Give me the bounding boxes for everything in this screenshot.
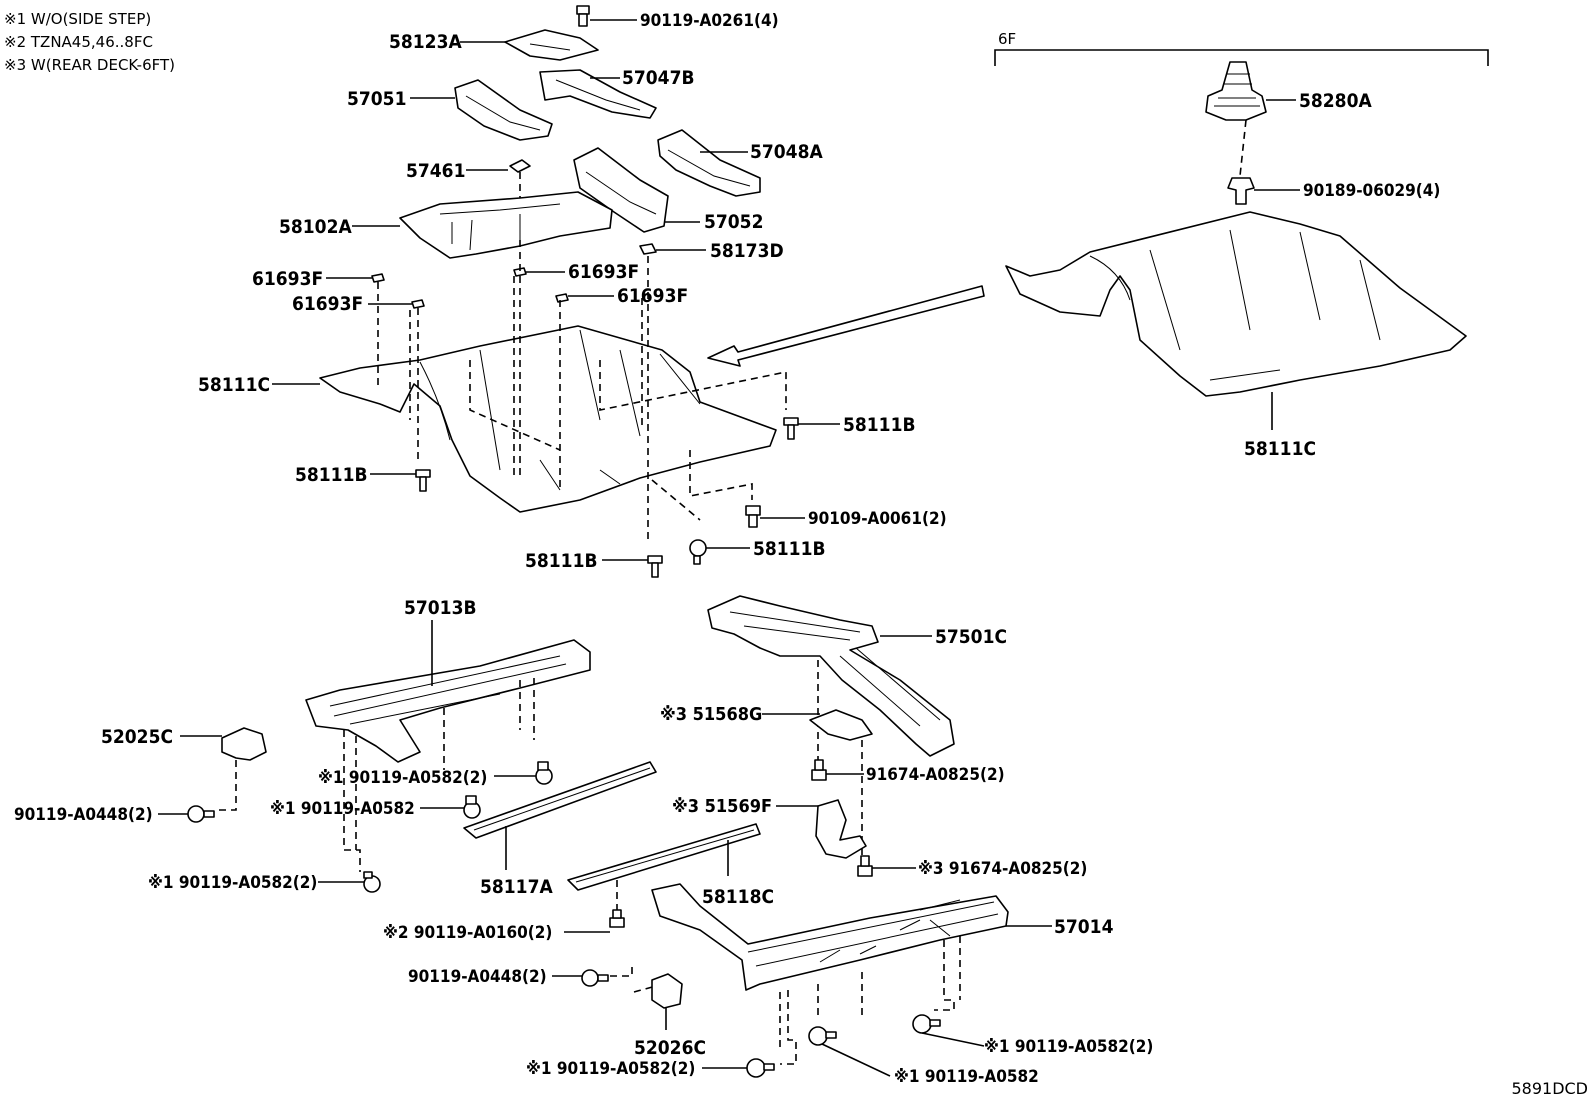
clip-61693f-d bbox=[555, 293, 614, 303]
label-90119-a0582-a: ※1 90119-A0582(2) bbox=[318, 768, 487, 788]
label-90119-a0448-a: 90119-A0448(2) bbox=[14, 805, 153, 825]
bracket-51568g bbox=[762, 709, 873, 870]
label-51568g: ※3 51568G bbox=[660, 704, 762, 725]
label-91674-a0825-b: ※3 91674-A0825(2) bbox=[918, 859, 1087, 879]
part-57047b bbox=[539, 69, 657, 119]
bracket-51569f bbox=[776, 799, 867, 859]
label-61693f-a: 61693F bbox=[252, 268, 323, 290]
label-57052: 57052 bbox=[704, 211, 763, 233]
note-1: ※1 W/O(SIDE STEP) bbox=[4, 10, 151, 28]
clip-61693f-b bbox=[368, 299, 425, 309]
label-58280a: 58280A bbox=[1299, 90, 1372, 112]
part-57051 bbox=[410, 79, 553, 141]
label-61693f-d: 61693F bbox=[617, 285, 688, 307]
rail-58118c bbox=[567, 823, 761, 891]
label-58118c: 58118C bbox=[702, 886, 774, 908]
direction-arrow bbox=[707, 285, 985, 367]
bolt-90119-a0582-d bbox=[912, 1014, 985, 1047]
label-58111c-right: 58111C bbox=[1244, 438, 1316, 460]
label-58102a: 58102A bbox=[279, 216, 352, 238]
guide-lines-upper bbox=[377, 240, 787, 540]
label-52025c: 52025C bbox=[101, 726, 173, 748]
label-90119-a0582-b: ※1 90119-A0582 bbox=[270, 799, 415, 819]
note-2: ※2 TZNA45,46..8FC bbox=[4, 33, 153, 51]
grommet-58111b-a bbox=[783, 417, 840, 440]
part-57052 bbox=[573, 147, 700, 233]
label-91674-a0825-a: 91674-A0825(2) bbox=[866, 765, 1005, 785]
part-57013b bbox=[305, 620, 591, 872]
diagram-code: 5891DCD bbox=[1511, 1079, 1588, 1098]
label-58111b-d: 58111B bbox=[525, 550, 598, 572]
bolt-90119-a0448-b bbox=[552, 962, 657, 993]
label-57501c: 57501C bbox=[935, 626, 1007, 648]
bolt-91674-a0825-a bbox=[811, 759, 864, 781]
floor-pan-58111c-right bbox=[1005, 211, 1467, 430]
label-58111b-a: 58111B bbox=[843, 414, 916, 436]
label-90119-a0160: ※2 90119-A0160(2) bbox=[383, 923, 552, 943]
label-90189-06029: 90189-06029(4) bbox=[1303, 181, 1440, 201]
part-57048a bbox=[657, 129, 761, 197]
bolt-90119-a0448-a bbox=[158, 805, 215, 823]
label-57013b: 57013B bbox=[404, 597, 477, 619]
bracket-label: 6F bbox=[998, 30, 1016, 48]
label-58111b-c: 58111B bbox=[753, 538, 826, 560]
part-58280a bbox=[1205, 61, 1296, 177]
label-90119-a0582-d: ※1 90119-A0582(2) bbox=[984, 1037, 1153, 1057]
label-57048a: 57048A bbox=[750, 141, 823, 163]
bolt-90119-a0582-c bbox=[318, 871, 381, 893]
label-61693f-b: 61693F bbox=[292, 293, 363, 315]
label-58117a: 58117A bbox=[480, 876, 553, 898]
label-51569f: ※3 51569F bbox=[672, 796, 772, 817]
grommet-58111b-c bbox=[689, 539, 750, 565]
label-90109-a0061: 90109-A0061(2) bbox=[808, 509, 947, 529]
bolt-90119-a0582-a bbox=[494, 761, 553, 785]
part-58173d bbox=[639, 243, 706, 255]
grommet-58111b-b bbox=[370, 469, 431, 492]
label-57014: 57014 bbox=[1054, 916, 1114, 938]
clip-61693f-a bbox=[326, 273, 385, 283]
label-57461: 57461 bbox=[406, 160, 465, 182]
label-90119-a0582-c: ※1 90119-A0582(2) bbox=[148, 873, 317, 893]
bolt-90109-a0061 bbox=[745, 505, 805, 528]
label-90119-a0448-b: 90119-A0448(2) bbox=[408, 967, 547, 987]
label-58173d: 58173D bbox=[710, 240, 784, 262]
clip-90189-06029 bbox=[1227, 177, 1300, 205]
bolt-90119-a0160 bbox=[564, 880, 625, 933]
label-57051: 57051 bbox=[347, 88, 406, 110]
label-52026c: 52026C bbox=[634, 1037, 706, 1059]
bracket-52025c bbox=[180, 727, 267, 811]
floor-pan-58111c-left bbox=[272, 325, 777, 513]
label-61693f-c: 61693F bbox=[568, 261, 639, 283]
part-58102a bbox=[352, 191, 613, 259]
part-58123a bbox=[460, 29, 599, 61]
note-3: ※3 W(REAR DECK-6FT) bbox=[4, 56, 175, 74]
bolt-90119-a0582-e bbox=[702, 1058, 775, 1078]
label-58111b-b: 58111B bbox=[295, 464, 368, 486]
label-58111c-left: 58111C bbox=[198, 374, 270, 396]
grommet-58111b-d bbox=[602, 555, 663, 578]
6f-bracket: 6F bbox=[994, 30, 1489, 66]
label-58123a: 58123A bbox=[389, 31, 462, 53]
bracket-52026c bbox=[651, 973, 683, 1030]
label-90119-a0261: 90119-A0261(4) bbox=[640, 11, 779, 31]
label-90119-a0582-e: ※1 90119-A0582(2) bbox=[526, 1059, 695, 1079]
label-90119-a0582-f: ※1 90119-A0582 bbox=[894, 1067, 1039, 1087]
clip-61693f-c bbox=[513, 267, 565, 277]
part-57014 bbox=[651, 883, 1052, 1065]
label-57047b: 57047B bbox=[622, 67, 695, 89]
bolt-90119-a0582-f bbox=[808, 1026, 891, 1077]
rail-58117a bbox=[463, 761, 657, 870]
bolt-90119-a0582-b bbox=[420, 795, 481, 819]
bolt-91674-a0825-b bbox=[857, 855, 916, 877]
bolt-90119-a0261 bbox=[576, 5, 637, 27]
part-57501c bbox=[707, 595, 955, 770]
